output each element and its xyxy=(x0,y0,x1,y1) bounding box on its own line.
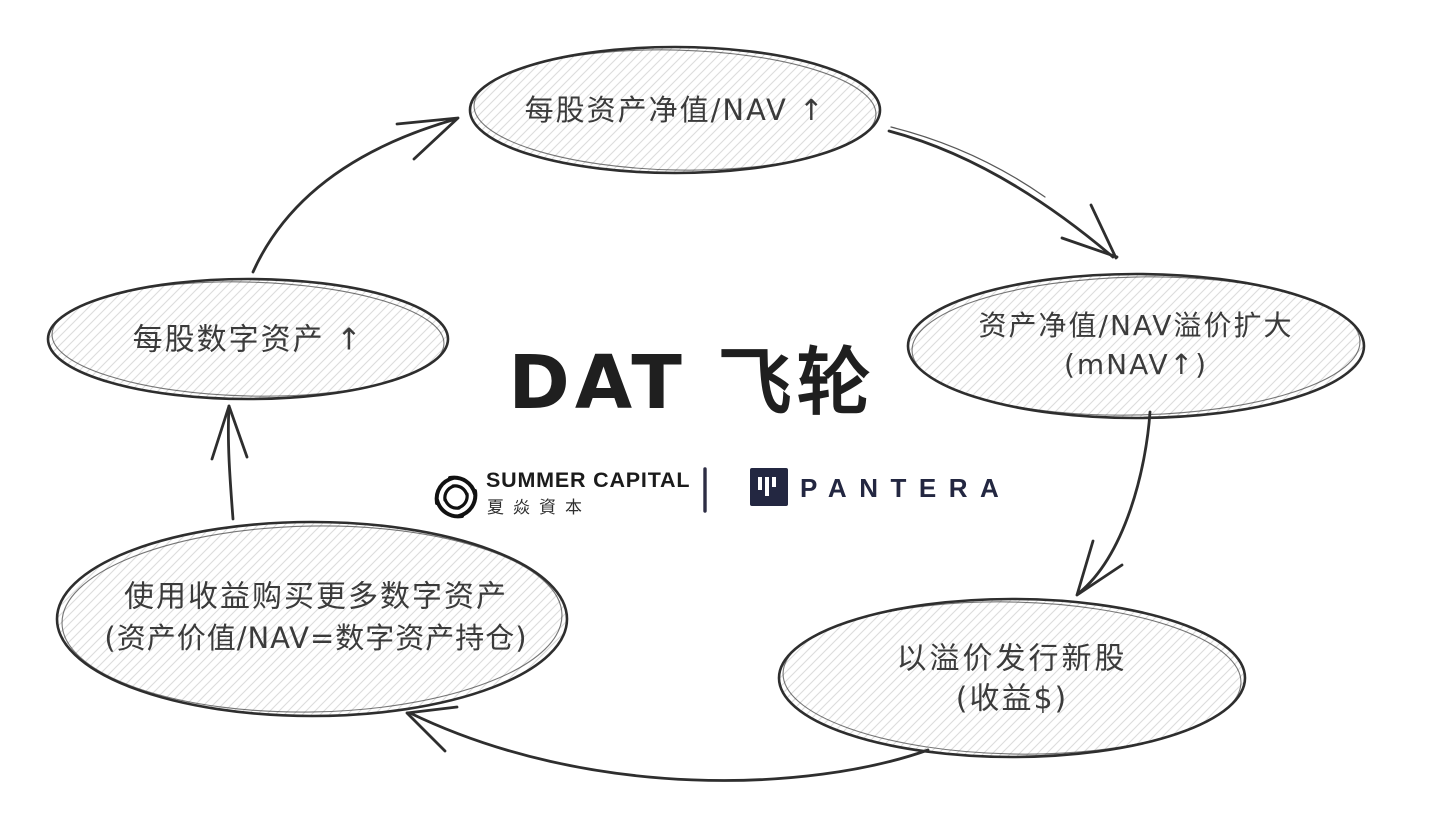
arrow-left-to-top-head xyxy=(395,116,460,161)
summer-capital-chinese-name: 夏焱資本 xyxy=(487,498,591,518)
node-bottom-right-label-line1: 以溢价发行新股 xyxy=(897,642,1128,677)
arrow-bottom-left-to-left-shaft xyxy=(226,406,235,521)
node-left-ellipse xyxy=(46,277,450,401)
arrow-top-to-right-shaft xyxy=(887,129,1115,259)
arrow-right-to-bottom-right-shaft xyxy=(1077,410,1152,595)
node-bottom-right-label-line2: (收益$) xyxy=(956,682,1069,717)
node-bottom-right-ellipse xyxy=(777,597,1247,759)
node-issue-shares-at-premium: 以溢价发行新股 (收益$) xyxy=(777,597,1247,759)
node-right-label-line2: (mNAV↑) xyxy=(1064,348,1208,381)
arrow-left-to-top-shaft xyxy=(251,117,458,274)
node-nav-per-share: 每股资产净值/NAV ↑ xyxy=(468,45,882,175)
arrow-left-to-top xyxy=(251,116,460,274)
diagram-title: DAT 飞轮 xyxy=(508,340,875,426)
node-bottom-right-ellipse-sketchline xyxy=(782,601,1242,755)
node-nav-premium-expands: 资产净值/NAV溢价扩大 (mNAV↑) xyxy=(906,272,1366,420)
arrow-bottom-right-to-bottom-left-shaft xyxy=(408,711,930,782)
node-buy-more-digital-assets: 使用收益购买更多数字资产 (资产价值/NAV=数字资产持仓) xyxy=(55,520,569,718)
node-right-label-line1: 资产净值/NAV溢价扩大 xyxy=(979,309,1294,342)
pantera-logo: PANTERA xyxy=(750,468,1011,506)
summer-capital-icon xyxy=(434,475,478,519)
arrow-right-to-bottom-right-head xyxy=(1075,539,1124,597)
arrow-bottom-left-to-left-head xyxy=(210,404,249,461)
arrow-bottom-right-to-bottom-left-head xyxy=(405,705,459,753)
arrow-bottom-left-to-left xyxy=(210,404,249,521)
branding-row: SUMMER CAPITAL 夏焱資本 PANTERA xyxy=(434,467,1011,519)
node-right-ellipse-sketchline xyxy=(911,276,1361,416)
node-bottom-left-label-line1: 使用收益购买更多数字资产 xyxy=(124,580,508,615)
arrow-bottom-right-to-bottom-left xyxy=(405,705,930,782)
pantera-name: PANTERA xyxy=(800,473,1011,503)
node-left-ellipse-sketchline xyxy=(51,281,445,397)
summer-capital-name: SUMMER CAPITAL xyxy=(486,468,690,492)
node-top-ellipse-sketchline xyxy=(473,49,877,171)
pantera-icon xyxy=(750,468,788,506)
arrow-top-to-right xyxy=(887,126,1119,260)
node-top-ellipse xyxy=(468,45,882,175)
node-left-label: 每股数字资产 ↑ xyxy=(133,323,364,358)
node-right-ellipse xyxy=(906,272,1366,420)
node-top-label: 每股资产净值/NAV ↑ xyxy=(525,93,826,127)
flywheel-arrows xyxy=(210,116,1152,782)
node-digital-assets-per-share: 每股数字资产 ↑ xyxy=(46,277,450,401)
arrow-top-to-right-sketchline xyxy=(890,126,1046,198)
node-bottom-left-ellipse-sketchline xyxy=(61,525,563,713)
summer-capital-logo: SUMMER CAPITAL 夏焱資本 xyxy=(434,468,690,519)
arrow-top-to-right-head xyxy=(1060,203,1119,260)
arrow-right-to-bottom-right xyxy=(1075,410,1152,597)
node-bottom-left-ellipse xyxy=(55,520,569,718)
node-bottom-left-label-line2: (资产价值/NAV=数字资产持仓) xyxy=(104,621,527,655)
